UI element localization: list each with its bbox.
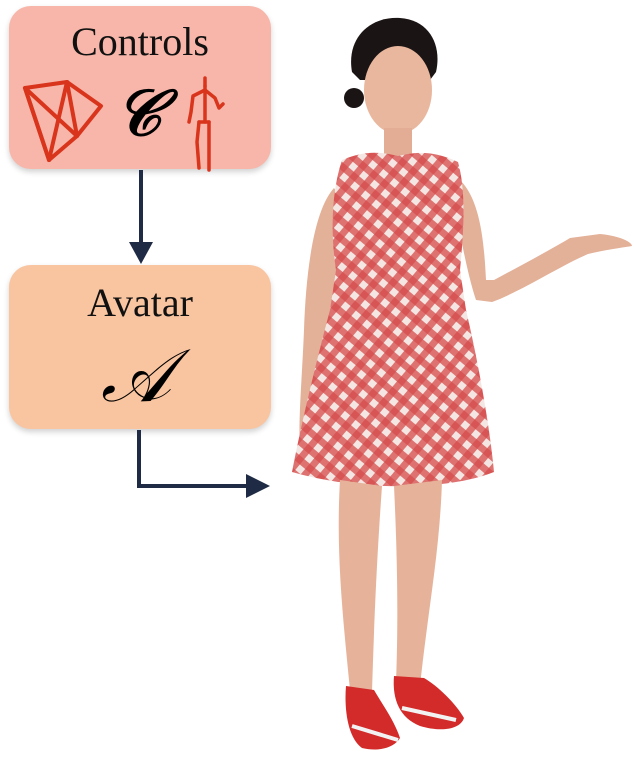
controls-box: Controls 𝒞 bbox=[9, 6, 271, 172]
camera-frustum-icon bbox=[23, 80, 103, 162]
output-person-image bbox=[292, 17, 632, 750]
avatar-box: Avatar 𝒜 bbox=[9, 265, 271, 429]
controls-symbol: 𝒞 bbox=[115, 76, 162, 151]
arrow-avatar-to-output bbox=[137, 430, 270, 498]
arrow-controls-to-avatar bbox=[129, 170, 153, 264]
avatar-title: Avatar bbox=[87, 280, 193, 325]
avatar-symbol: 𝒜 bbox=[101, 333, 172, 419]
skeleton-pose-icon bbox=[187, 76, 225, 172]
controls-title: Controls bbox=[71, 19, 209, 64]
